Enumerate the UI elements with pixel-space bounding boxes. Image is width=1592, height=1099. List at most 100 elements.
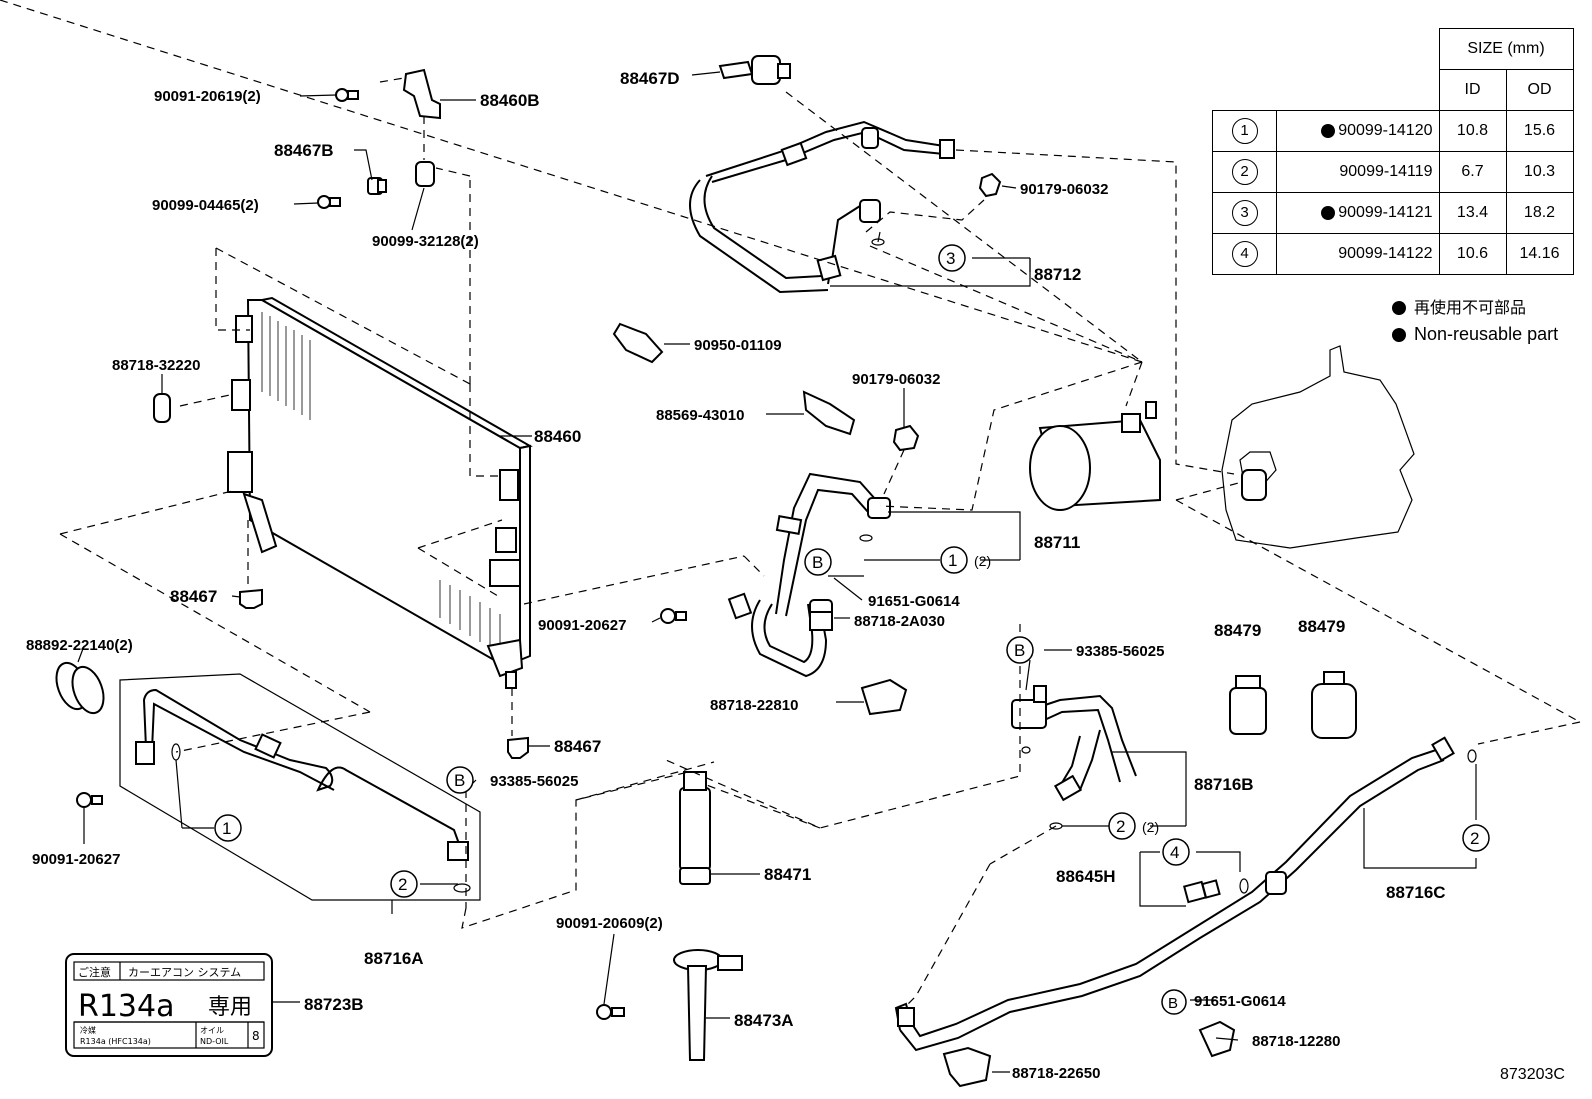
label-plate-footer-num: 8 bbox=[252, 1029, 260, 1043]
label-90091-20627-mid: 90091-20627 bbox=[538, 617, 626, 634]
cushion-90099-32128 bbox=[415, 161, 435, 187]
callout-2-right: 2 bbox=[1108, 812, 1136, 840]
legend-jp: 再使用不可部品 bbox=[1392, 294, 1558, 321]
svg-text:4: 4 bbox=[1170, 843, 1179, 862]
legend: 再使用不可部品 Non-reusable part bbox=[1392, 294, 1558, 347]
label-90179-06032-mid: 90179-06032 bbox=[852, 371, 940, 388]
callout-1-left: 1 bbox=[214, 814, 242, 842]
condenser-fins bbox=[261, 312, 501, 654]
label-plate-refrigerant: R134a bbox=[78, 989, 175, 1024]
label-88718-32220: 88718-32220 bbox=[112, 357, 200, 374]
legend-jp-text: 再使用不可部品 bbox=[1414, 298, 1527, 317]
row-part-number: 90099-14121 bbox=[1338, 204, 1433, 221]
svg-text:B: B bbox=[1168, 995, 1178, 1012]
label-88645H: 88645H bbox=[1056, 867, 1116, 886]
label-88467D: 88467D bbox=[620, 69, 680, 88]
svg-text:B: B bbox=[812, 553, 823, 572]
label-plate-footer-right2: ND-OIL bbox=[200, 1037, 229, 1046]
switch-88645H bbox=[1183, 878, 1249, 904]
non-reusable-dot-icon bbox=[1321, 205, 1336, 220]
label-plate-exclusive: 専用 bbox=[208, 995, 252, 1020]
svg-text:2: 2 bbox=[1116, 817, 1125, 836]
bolt-90091-20627-mid bbox=[660, 608, 687, 624]
qty-1-mid: (2) bbox=[974, 553, 991, 569]
clamp-88718-22810 bbox=[860, 678, 908, 716]
bracket-88569-43010 bbox=[802, 390, 856, 436]
row-id: 10.6 bbox=[1438, 233, 1507, 275]
callout-b-right: B bbox=[1006, 636, 1034, 664]
label-90091-20627-left: 90091-20627 bbox=[32, 851, 120, 868]
size-table-header-row: ID OD bbox=[1213, 69, 1574, 111]
label-plate-footer-left1: 冷媒 bbox=[80, 1025, 96, 1035]
callout-2-far-right: 2 bbox=[1462, 824, 1490, 852]
label-88711: 88711 bbox=[1034, 533, 1080, 552]
nut-90179-06032-top bbox=[978, 172, 1002, 198]
row-part-number: 90099-14119 bbox=[1339, 163, 1433, 180]
qty-2-right: (2) bbox=[1142, 819, 1159, 835]
row-od: 10.3 bbox=[1505, 151, 1574, 193]
size-table-title-row: SIZE (mm) bbox=[1213, 28, 1574, 70]
label-90091-20609: 90091-20609(2) bbox=[556, 915, 663, 932]
compressor bbox=[1029, 401, 1161, 511]
bolt-90091-20609 bbox=[596, 1004, 625, 1020]
bolt-90091-20627-left bbox=[76, 792, 103, 808]
cushion-88467B bbox=[367, 177, 387, 195]
bolt-90091-20619 bbox=[335, 88, 359, 102]
svg-text:1: 1 bbox=[222, 819, 231, 838]
callout-3-mid: 3 bbox=[938, 244, 966, 272]
pipe-88716A bbox=[119, 673, 481, 901]
label-plate-footer-right1: オイル bbox=[200, 1026, 224, 1035]
label-90950-01109: 90950-01109 bbox=[694, 337, 782, 354]
label-88718-22650: 88718-22650 bbox=[1012, 1065, 1100, 1082]
label-88479-b: 88479 bbox=[1298, 617, 1345, 636]
oil-bottle-88479-b bbox=[1311, 671, 1357, 739]
non-reusable-dot-icon bbox=[1392, 301, 1406, 316]
size-table-row: 4 90099-14122 10.6 14.16 bbox=[1212, 233, 1574, 275]
diagram-code: 873203C bbox=[1500, 1066, 1565, 1083]
warning-label-88723B: ご注意 カーエアコン システム R134a 専用 冷媒 R134a (HFC13… bbox=[65, 953, 273, 1057]
row-part-number: 90099-14120 bbox=[1338, 122, 1433, 139]
size-table-row: 3 90099-14121 13.4 18.2 bbox=[1212, 192, 1574, 234]
label-88716B: 88716B bbox=[1194, 775, 1254, 794]
svg-text:1: 1 bbox=[948, 551, 957, 570]
pipe-88716C bbox=[894, 736, 1477, 1052]
part-labels: 90091-20619(2) 88460B 88467B 90099-04465… bbox=[26, 69, 1446, 1082]
label-88712: 88712 bbox=[1034, 265, 1081, 284]
label-90099-32128: 90099-32128(2) bbox=[372, 233, 479, 250]
label-88723B: 88723B bbox=[304, 995, 364, 1014]
label-88718-2A030: 88718-2A030 bbox=[854, 613, 945, 630]
label-plate-footer-left2: R134a (HFC134a) bbox=[80, 1037, 151, 1046]
receiver-88471 bbox=[679, 771, 711, 885]
row-id: 10.8 bbox=[1438, 110, 1507, 152]
svg-text:2: 2 bbox=[1470, 829, 1479, 848]
label-88467-top: 88467 bbox=[170, 587, 217, 606]
clip-88718-2A030 bbox=[809, 611, 833, 631]
label-88479-a: 88479 bbox=[1214, 621, 1261, 640]
size-table-col-od: OD bbox=[1505, 69, 1574, 111]
size-table-col-id: ID bbox=[1438, 69, 1507, 111]
label-88467B: 88467B bbox=[274, 141, 334, 160]
gasket-90950-01109 bbox=[612, 322, 664, 364]
pipe-88716B bbox=[1011, 685, 1137, 830]
condenser-88460 bbox=[227, 296, 533, 689]
row-number: 2 bbox=[1231, 159, 1258, 185]
label-88460B: 88460B bbox=[480, 91, 540, 110]
hose-88711 bbox=[727, 472, 891, 678]
clamp-88718-22650 bbox=[942, 1046, 992, 1088]
label-88718-22810: 88718-22810 bbox=[710, 697, 798, 714]
label-91651-G0614-mid: 91651-G0614 bbox=[868, 593, 960, 610]
label-90091-20619: 90091-20619(2) bbox=[154, 88, 261, 105]
row-od: 15.6 bbox=[1505, 110, 1574, 152]
callout-4: 4 bbox=[1162, 838, 1190, 866]
legend-en: Non-reusable part bbox=[1392, 321, 1558, 347]
label-88892-22140: 88892-22140(2) bbox=[26, 637, 133, 654]
label-plate-header-left: ご注意 bbox=[78, 965, 111, 979]
cushion-88467-top bbox=[239, 588, 263, 609]
callout-1-mid: 1 bbox=[940, 546, 968, 574]
row-number: 4 bbox=[1231, 241, 1258, 267]
size-table-row: 2 90099-14119 6.7 10.3 bbox=[1212, 151, 1574, 193]
row-od: 14.16 bbox=[1505, 233, 1574, 275]
non-reusable-dot-icon bbox=[1321, 123, 1336, 138]
callout-b-mid: B bbox=[804, 548, 832, 576]
